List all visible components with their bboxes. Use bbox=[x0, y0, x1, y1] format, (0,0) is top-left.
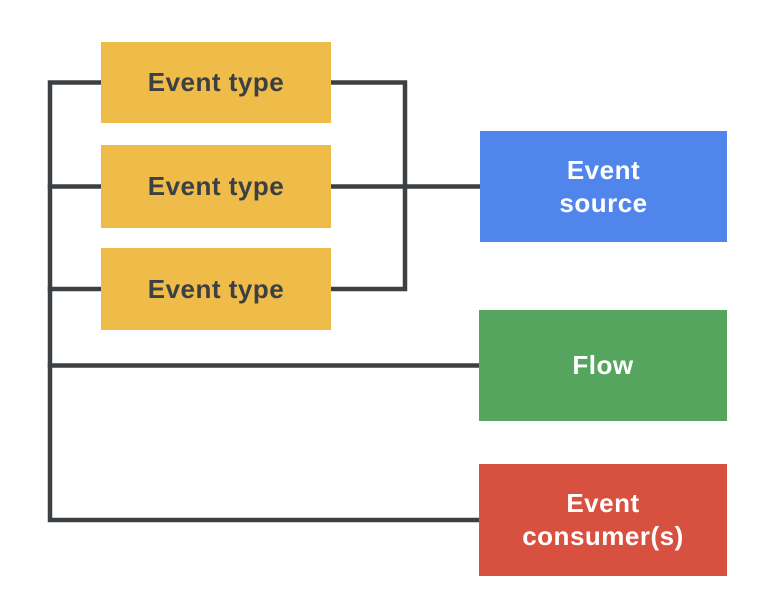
node-label: Event type bbox=[147, 273, 285, 304]
node-label: consumer(s) bbox=[522, 521, 684, 551]
node-label: Event type bbox=[147, 171, 285, 201]
node-event-type-3: Event type bbox=[101, 248, 331, 330]
node-event-source: Event source bbox=[480, 131, 727, 242]
node-label: Event bbox=[566, 154, 641, 185]
node-event-type-2: Event type bbox=[101, 145, 331, 228]
node-label: Event bbox=[566, 488, 640, 518]
node-flow: Flow bbox=[479, 310, 727, 421]
node-label: source bbox=[559, 187, 648, 218]
node-label: Flow bbox=[572, 350, 634, 380]
node-label: Event type bbox=[147, 67, 285, 97]
connector-left-rail bbox=[47, 80, 482, 523]
node-event-type-1: Event type bbox=[101, 42, 331, 123]
node-event-consumers: Event consumer(s) bbox=[479, 464, 727, 576]
